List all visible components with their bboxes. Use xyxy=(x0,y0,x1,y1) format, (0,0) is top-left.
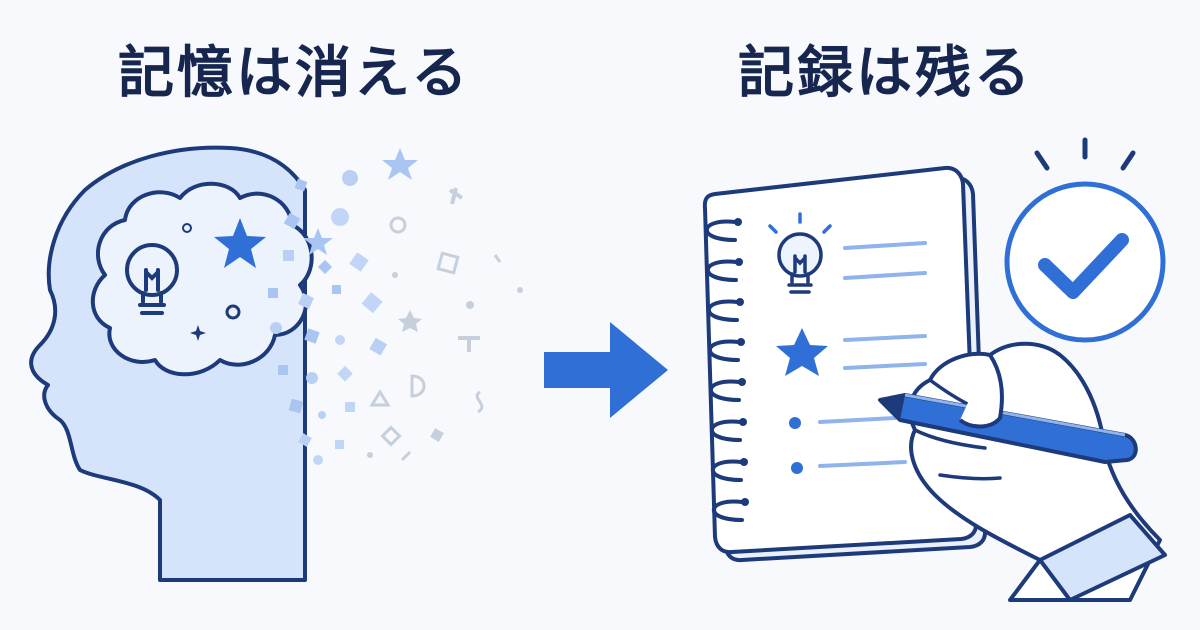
title-memory-fades: 記憶は消える xyxy=(118,41,471,106)
checkmark-circle-icon xyxy=(1004,137,1166,343)
star-icon xyxy=(214,218,266,268)
lightbulb-icon xyxy=(768,212,832,294)
brain-icon xyxy=(90,181,314,377)
lightbulb-icon xyxy=(125,243,179,315)
small-circle-icon xyxy=(225,304,241,320)
small-dot-icon xyxy=(182,223,192,233)
hand-writing-icon xyxy=(908,341,1167,602)
hand-fingers xyxy=(958,353,1004,429)
note-lines-1 xyxy=(843,241,927,280)
title-records-remain: 記録は残る xyxy=(738,41,1033,106)
pen-icon xyxy=(878,393,1138,464)
bullet-list xyxy=(789,416,907,474)
sparkle-icon xyxy=(190,325,206,341)
right-arrow-icon xyxy=(544,322,668,418)
note-lines-2 xyxy=(843,334,927,370)
star-icon xyxy=(776,328,828,376)
dissolving-particles xyxy=(268,148,523,465)
